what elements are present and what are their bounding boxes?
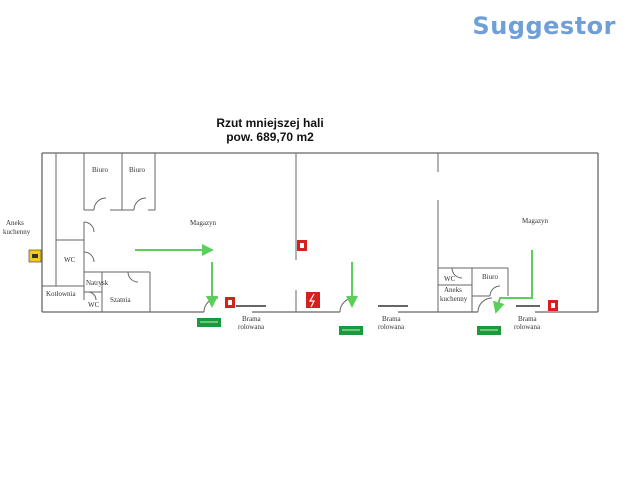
room-label-biuro-2: Biuro bbox=[129, 166, 145, 174]
room-label-kuchenny-left: kuchenny bbox=[3, 228, 31, 236]
plan-title: Rzut mniejszej hali bbox=[216, 116, 324, 130]
room-label-aneks-right: Aneks bbox=[444, 286, 462, 294]
right-rooms bbox=[438, 267, 509, 312]
emergency-exit-sign bbox=[197, 318, 501, 335]
room-label-aneks-left: Aneks bbox=[6, 219, 24, 227]
hall-dividers bbox=[295, 153, 439, 312]
room-label-wc-right: WC bbox=[444, 275, 456, 283]
left-rooms bbox=[42, 153, 156, 312]
gate-label-3-line1: Brama bbox=[518, 315, 538, 323]
plan-area: pow. 689,70 m2 bbox=[226, 130, 314, 144]
room-label-kuchenny-right: kuchenny bbox=[440, 295, 468, 303]
room-label-wc-left: WC bbox=[64, 256, 76, 264]
outer-walls bbox=[41, 152, 599, 313]
room-label-natrysk: Natrysk bbox=[86, 279, 109, 287]
first-aid-sign bbox=[28, 249, 42, 263]
gate-label-2-line1: Brama bbox=[382, 315, 402, 323]
room-label-kotlownia: Kotłownia bbox=[46, 290, 76, 298]
evacuation-arrows bbox=[135, 244, 533, 314]
gate-label-3-line2: rolowana bbox=[514, 323, 541, 331]
room-label-wc-small: WC bbox=[88, 301, 100, 309]
fire-hydrant-sign bbox=[225, 240, 558, 311]
room-label-biuro-1: Biuro bbox=[92, 166, 108, 174]
electrical-hazard-sign bbox=[306, 292, 320, 308]
gate-label-2-line2: rolowana bbox=[378, 323, 405, 331]
room-label-szatnia: Szatnia bbox=[110, 296, 131, 304]
room-label-magazyn-left: Magazyn bbox=[190, 219, 217, 227]
gate-label-1-line2: rolowana bbox=[238, 323, 265, 331]
room-label-biuro-right: Biuro bbox=[482, 273, 498, 281]
gate-label-1-line1: Brama bbox=[242, 315, 262, 323]
brand-logo: Suggestor bbox=[472, 12, 616, 40]
room-label-magazyn-right: Magazyn bbox=[522, 217, 549, 225]
